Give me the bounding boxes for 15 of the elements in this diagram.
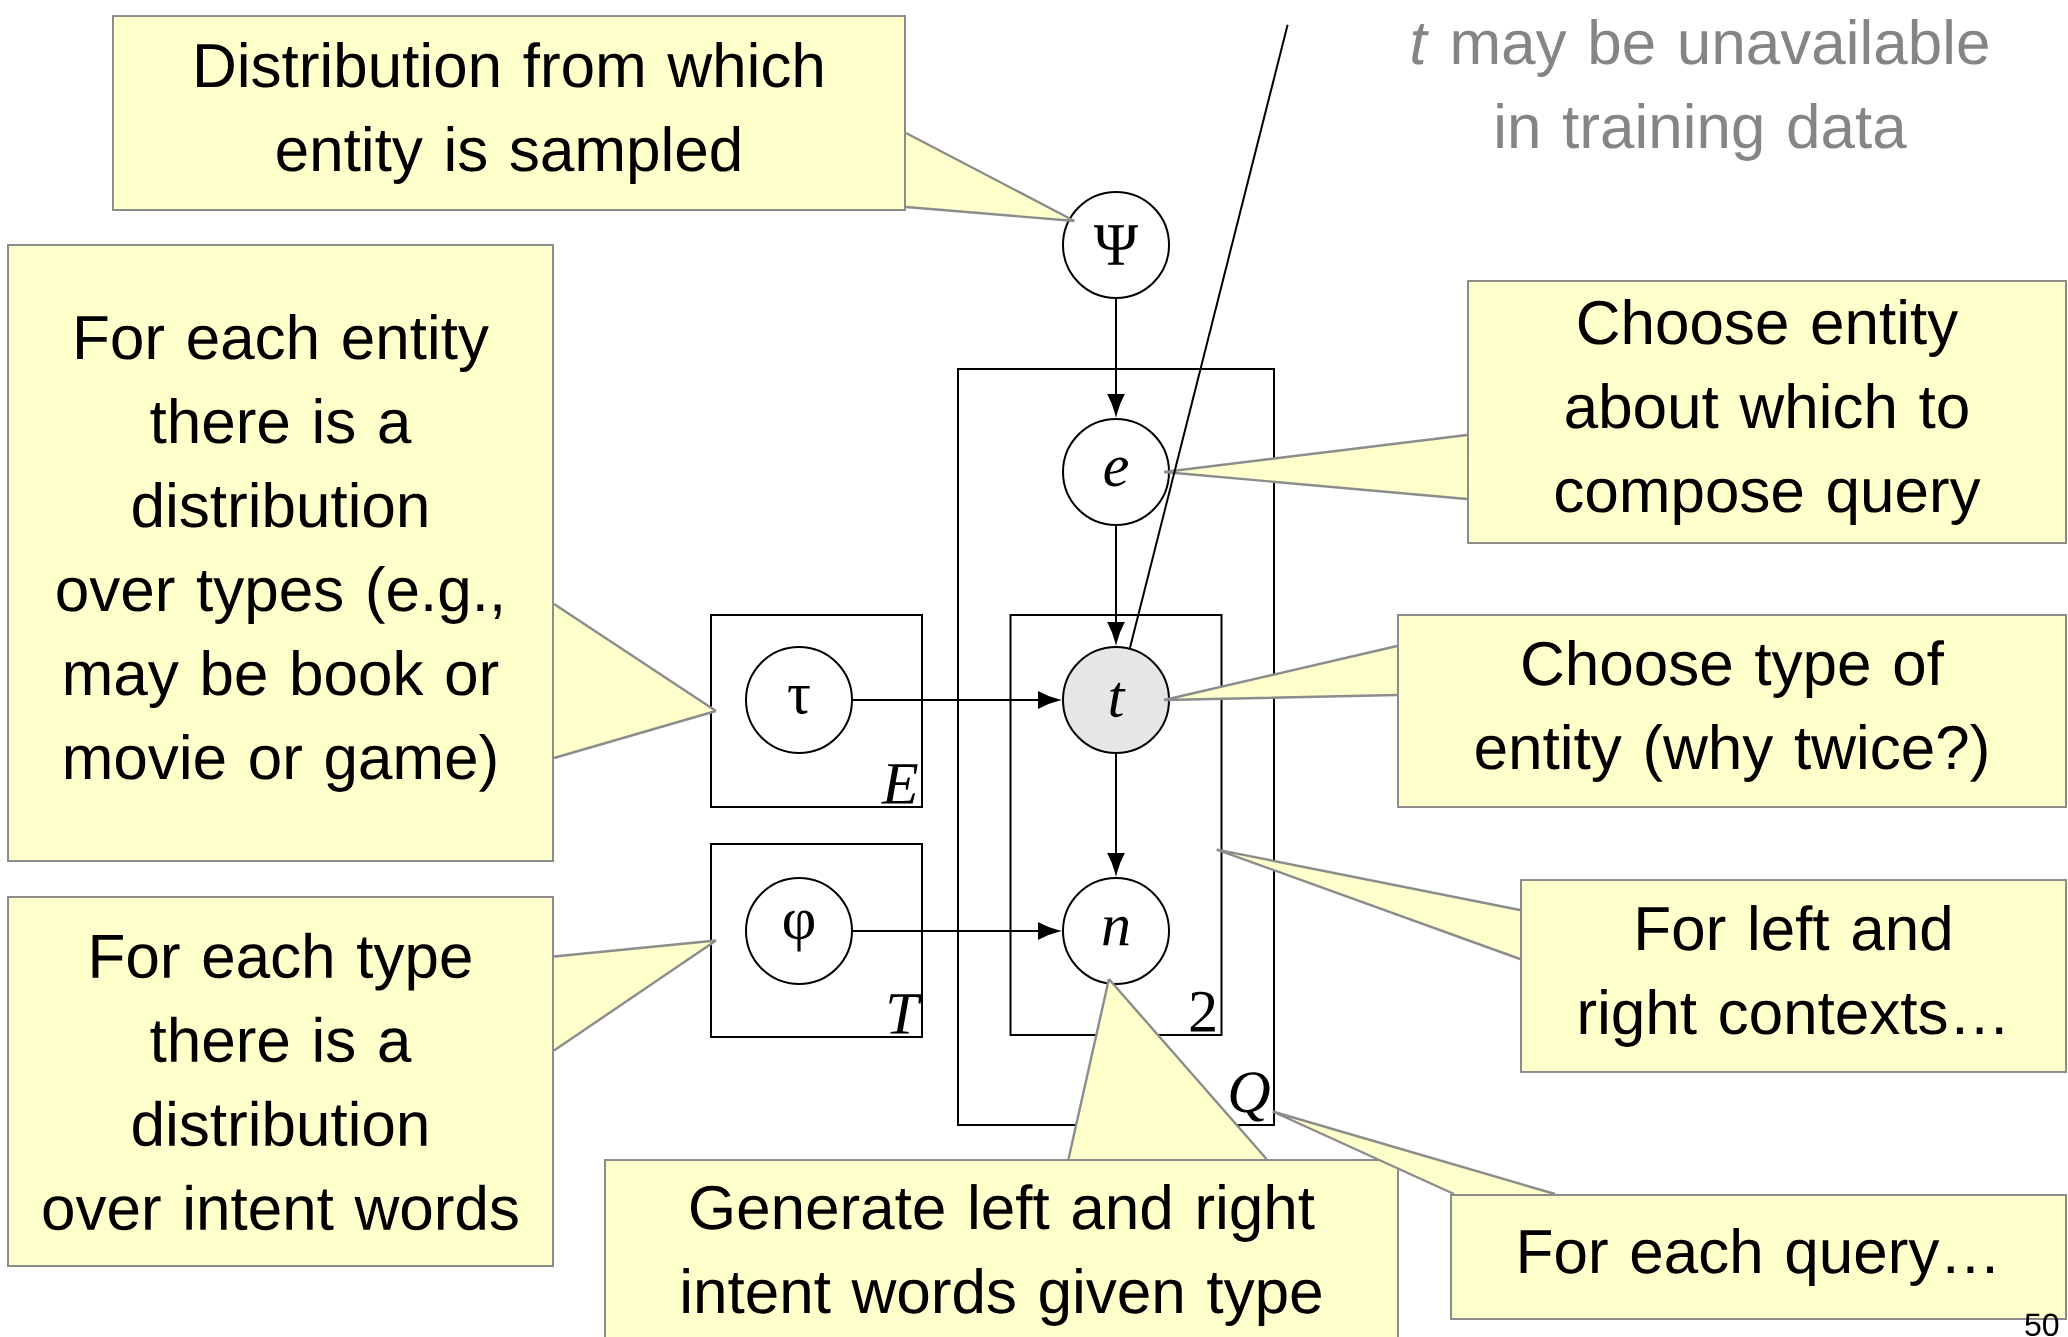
- arrow: [1107, 753, 1125, 874]
- callout-pointer: [1162, 644, 1399, 702]
- leader-line: [1129, 23, 1289, 649]
- callout-box: Choose type of entity (why twice?): [1397, 614, 2067, 808]
- arrow: [1107, 525, 1125, 643]
- callout-pointer: [1162, 433, 1469, 501]
- callout-box: Choose entity about which to compose query: [1467, 280, 2067, 544]
- callout-box: Distribution from which entity is sampled: [112, 15, 906, 211]
- note-text: t may be unavailable in training data: [1412, 19, 1988, 161]
- arrow: [1107, 298, 1125, 415]
- arrow: [852, 691, 1059, 709]
- callout-box: For left and right contexts…: [1520, 879, 2067, 1073]
- arrow: [852, 922, 1059, 940]
- callout-box: For each type there is a distribution over intent words: [7, 896, 554, 1267]
- callout-box: For each entity there is a distribution over types (e.g., may be book or movie or game): [7, 244, 554, 862]
